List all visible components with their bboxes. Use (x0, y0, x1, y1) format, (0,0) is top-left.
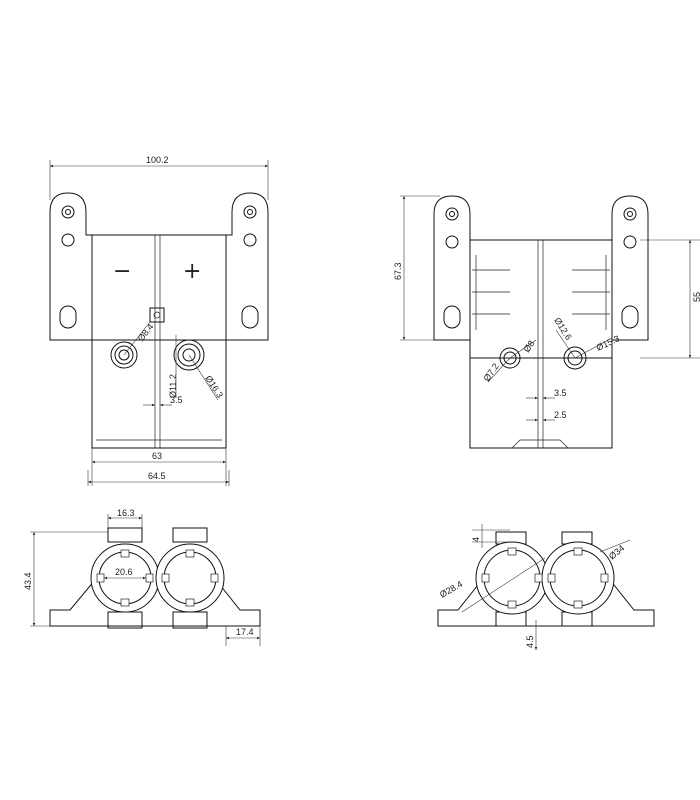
front-bottom-view: 16.3 43.4 20.6 (23, 508, 261, 646)
dim-gap-a: 3.5 (554, 388, 567, 398)
dim-height-bottom: 43.4 (23, 572, 33, 590)
dim-center-width: 20.6 (115, 567, 133, 577)
dim-width-outer: 64.5 (148, 471, 166, 481)
dim-gap-b: 2.5 (554, 410, 567, 420)
dim-hole-outer: Ø16.3 (203, 374, 225, 400)
dim-inner-dia: Ø28.4 (438, 579, 464, 600)
dim-gap: 3.5 (170, 395, 183, 405)
dim-hole-c: Ø12.6 (552, 316, 573, 342)
minus-symbol: − (113, 259, 131, 284)
dim-width-inner: 63 (152, 451, 162, 461)
dim-tab: 4 (471, 537, 481, 542)
dim-hole-inner: Ø11.2 (168, 374, 178, 398)
dim-hole-a: Ø7.2 (481, 361, 500, 383)
front-top-view: 100.2 − + Ø8.4 Ø11.2 Ø16.3 (49, 155, 269, 486)
dim-height: 67.3 (393, 262, 403, 280)
side-top-view: 67.3 55 (393, 195, 700, 449)
dim-hole-d: Ø15.3 (595, 333, 621, 352)
dim-outer-dia: Ø34 (607, 543, 626, 562)
side-bottom-view: 4 Ø28.4 Ø34 4.5 (437, 524, 655, 650)
plus-symbol: + (183, 259, 201, 284)
dim-depth: 55 (692, 292, 700, 302)
dim-foot: 17.4 (236, 627, 254, 637)
dim-base: 4.5 (525, 635, 535, 648)
dim-overall-width: 100.2 (146, 155, 169, 165)
dim-tube-width: 16.3 (117, 508, 135, 518)
